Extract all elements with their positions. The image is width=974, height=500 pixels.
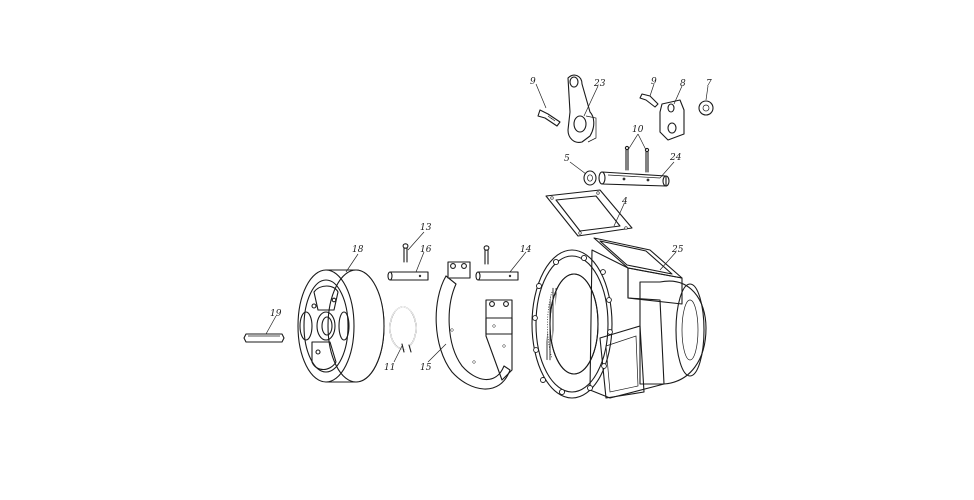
- bolt-9a: [537, 109, 561, 127]
- bolt-9b: [639, 93, 659, 108]
- bracket-8: [659, 99, 685, 141]
- label-23: 23: [593, 79, 606, 89]
- cotter-pin-14: [483, 245, 490, 265]
- cotter-pin-13: [402, 243, 409, 263]
- gasket-4: [545, 189, 633, 237]
- washer-7: [698, 100, 714, 116]
- shaft-24: [598, 171, 670, 187]
- label-25: 25: [671, 245, 684, 255]
- snap-ring-11: [389, 306, 417, 353]
- label-5: 5: [564, 154, 570, 164]
- leader-lines: [265, 83, 709, 363]
- label-16: 16: [420, 245, 432, 255]
- label-24: 24: [669, 153, 682, 163]
- label-9b: 9: [651, 77, 657, 87]
- drum-18: [297, 269, 385, 383]
- label-7: 7: [706, 79, 712, 89]
- housing-25: [531, 237, 707, 399]
- label-11: 11: [384, 363, 395, 373]
- label-15: 15: [420, 363, 432, 373]
- label-14: 14: [520, 245, 532, 255]
- label-18: 18: [352, 245, 364, 255]
- label-13: 13: [420, 223, 432, 233]
- label-19: 19: [270, 309, 282, 319]
- washer-5: [583, 170, 597, 186]
- label-4: 4: [621, 197, 628, 207]
- pin-14: [475, 271, 519, 281]
- lever-23: [567, 74, 597, 143]
- flange-bolt-holes: [532, 254, 613, 396]
- label-9a: 9: [530, 77, 536, 87]
- key-19: [243, 333, 285, 343]
- part-labels: 9 23 9 8 7 10 5 24 4 25 13 16 14 18 19 1…: [270, 77, 712, 373]
- label-10: 10: [632, 125, 644, 135]
- brake-band-15: [435, 261, 513, 390]
- pin-16: [387, 271, 429, 281]
- label-8: 8: [680, 79, 686, 89]
- pins-10: [624, 145, 650, 173]
